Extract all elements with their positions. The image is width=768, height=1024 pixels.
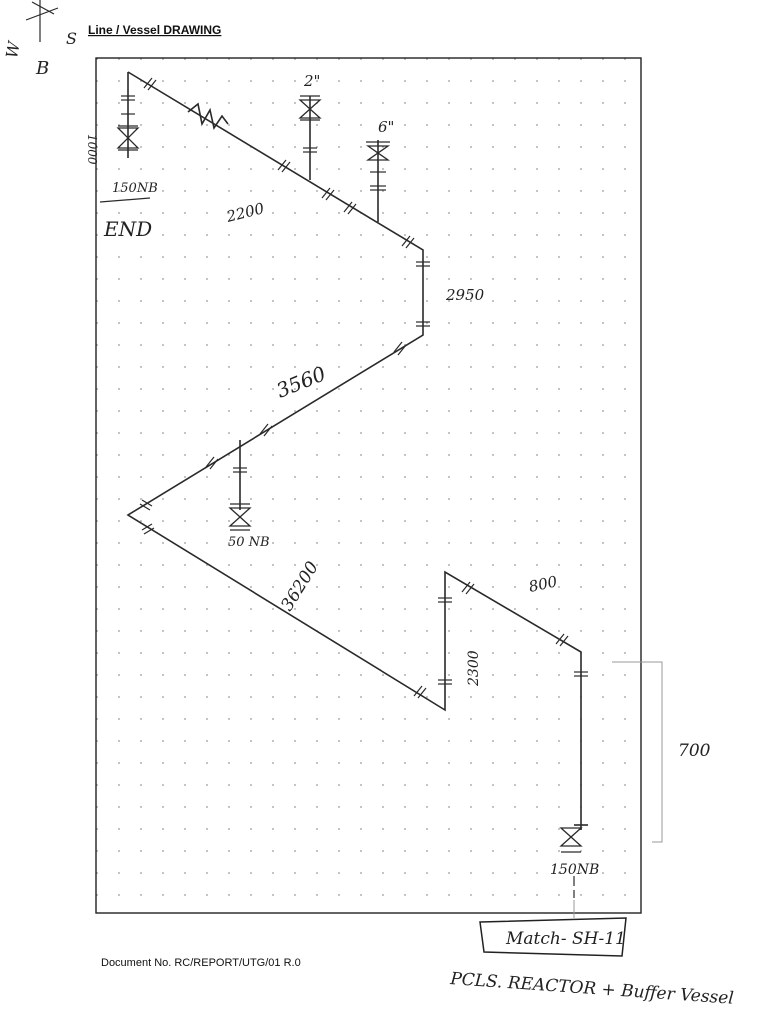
compass-west: W <box>2 39 24 60</box>
vessel-note: PCLS. REACTOR + Buffer Vessel <box>449 969 735 1009</box>
label-6in: 6" <box>378 118 394 136</box>
compass-sketch: W S B <box>2 0 77 79</box>
dim-800: 800 <box>527 572 559 596</box>
break-symbol <box>187 102 229 131</box>
compass-south: S <box>66 29 77 48</box>
branch-50nb <box>228 440 252 531</box>
start-valve <box>559 824 588 918</box>
end-size-underline <box>99 197 151 203</box>
end-valve <box>116 95 140 151</box>
label-2in: 2" <box>303 72 320 90</box>
dim-2300: 2300 <box>466 650 482 687</box>
dim-700: 700 <box>678 741 711 761</box>
label-start-size: 150NB <box>550 862 599 878</box>
match-tag-label: Match- SH-11 <box>505 929 626 949</box>
flange-ticks <box>139 77 588 699</box>
compass-b: B <box>35 58 49 79</box>
label-50nb: 50 NB <box>228 535 270 550</box>
dim-2950: 2950 <box>445 286 485 304</box>
dim-1000: 1000 <box>85 134 99 165</box>
branch-2in <box>298 95 322 180</box>
page-title: Line / Vessel DRAWING <box>88 23 221 37</box>
label-end-size: 150NB <box>112 181 158 196</box>
label-end: END <box>103 217 152 241</box>
document-number: Document No. RC/REPORT/UTG/01 R.0 <box>101 957 301 969</box>
match-tag: Match- SH-11 <box>479 917 627 957</box>
branch-6in <box>365 140 391 222</box>
external-bracket <box>612 661 663 843</box>
drawing-frame <box>95 57 642 914</box>
pipe-route <box>126 71 582 830</box>
